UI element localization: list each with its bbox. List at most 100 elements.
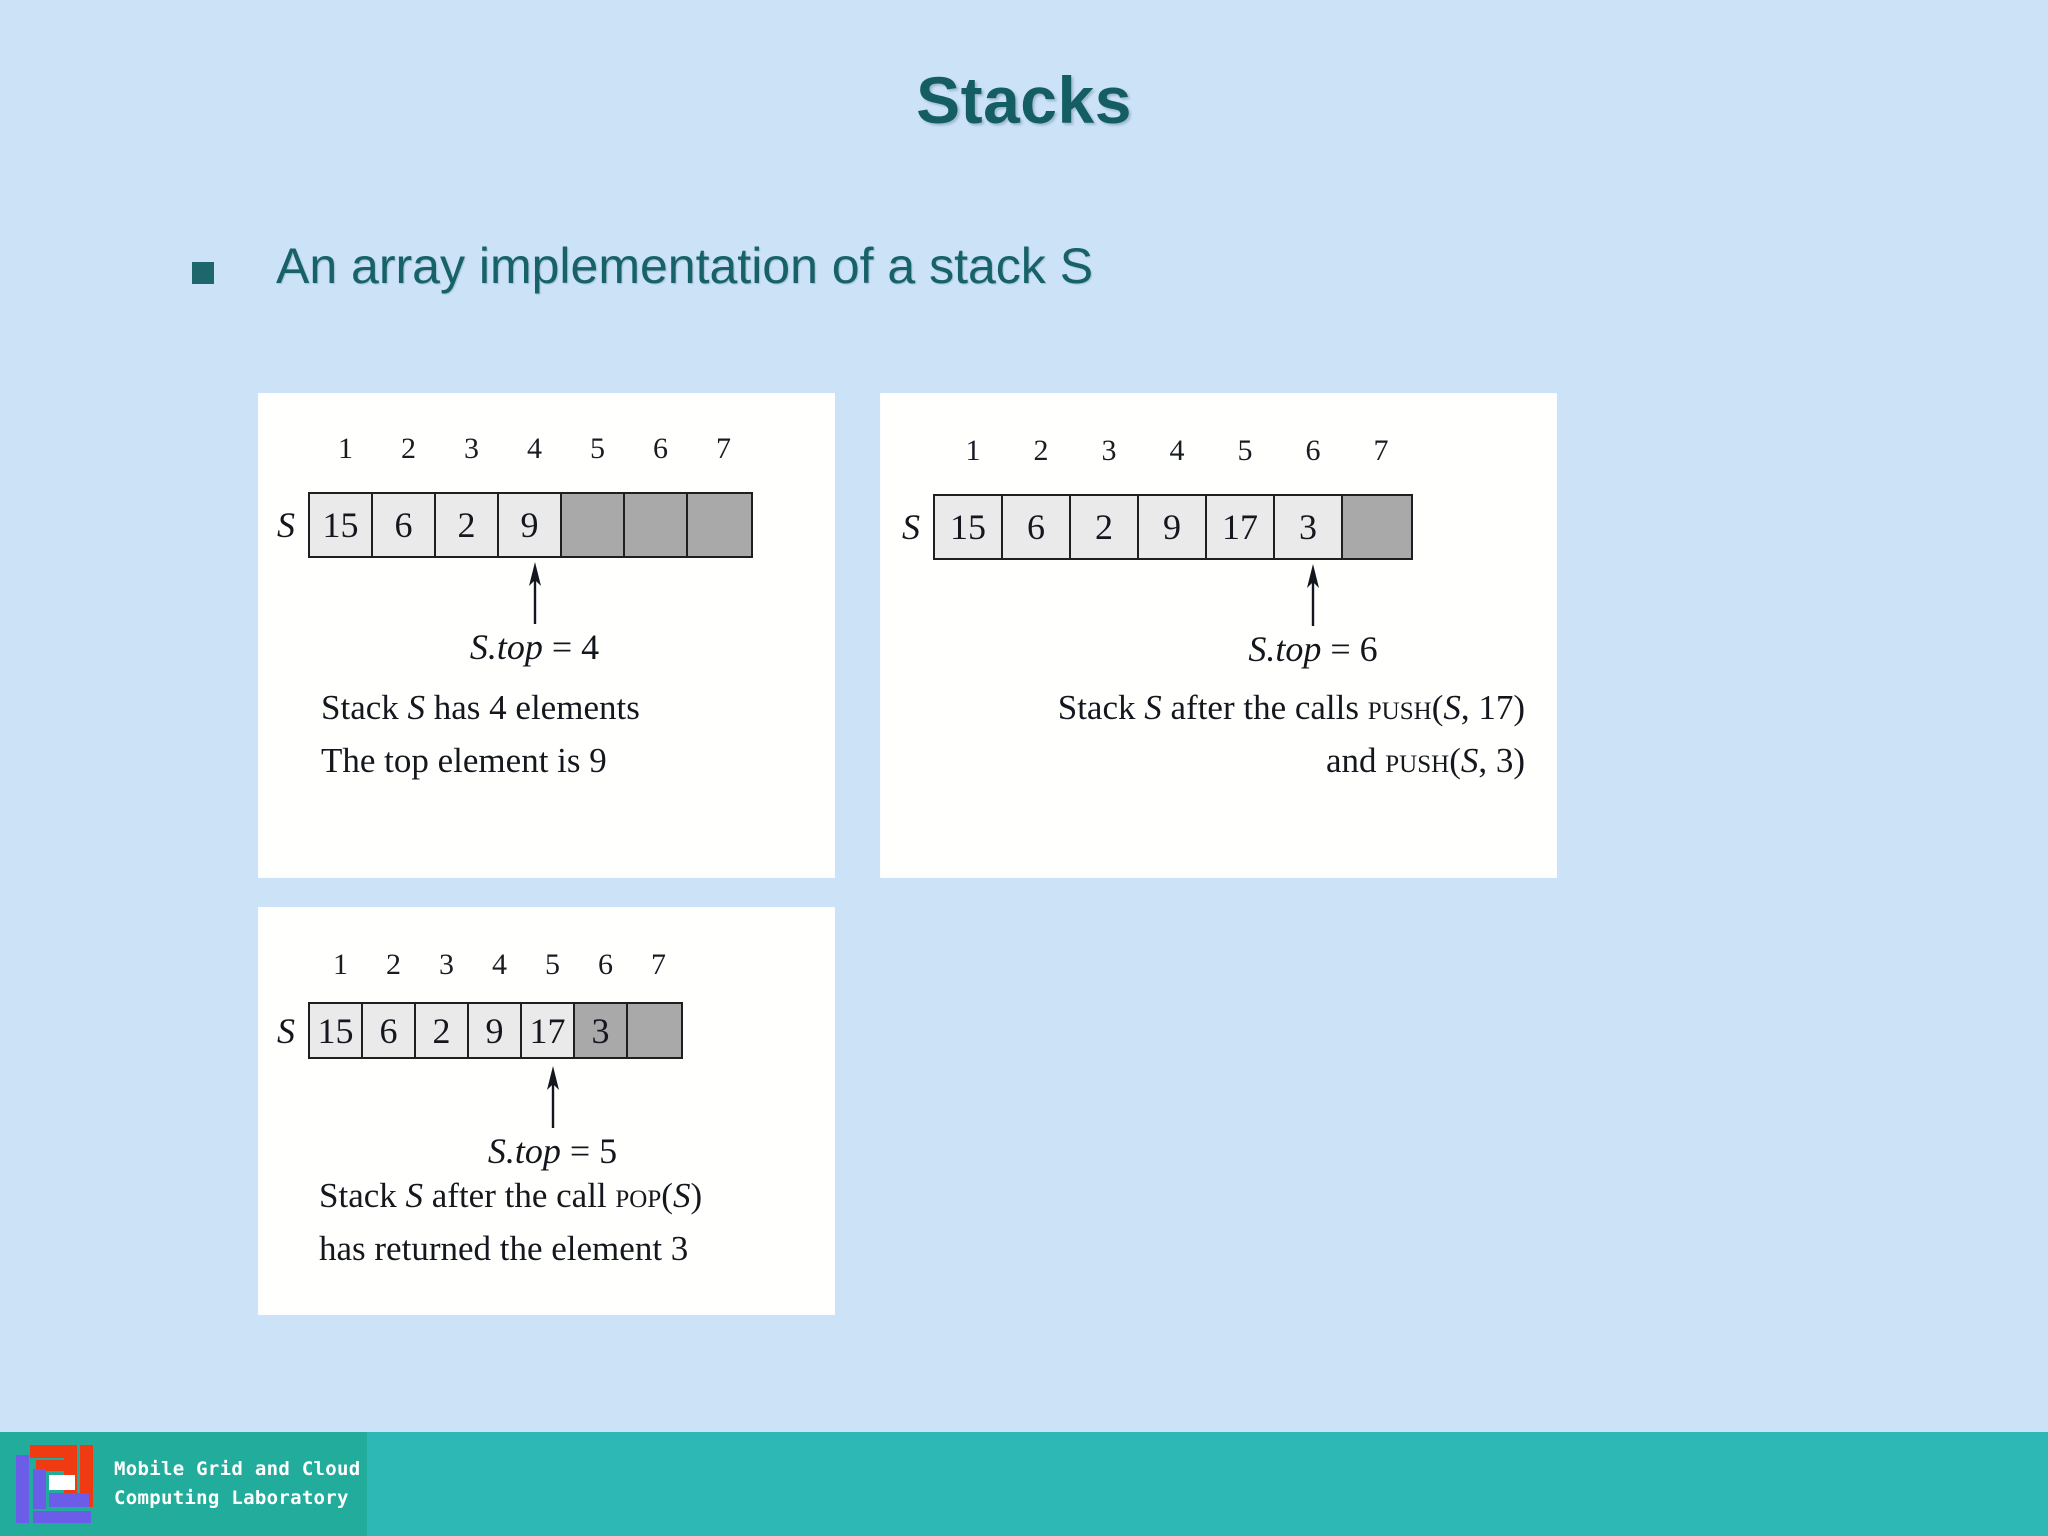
array-index-label: 2 xyxy=(401,432,416,465)
array-index-label: 3 xyxy=(439,948,454,981)
array-cell: 15 xyxy=(310,494,373,556)
caption-segment: S xyxy=(672,1176,691,1215)
figure-caption-line: Stack S has 4 elements xyxy=(321,682,776,735)
array-index-label: 2 xyxy=(386,948,401,981)
array-index-label: 6 xyxy=(598,948,613,981)
figure-caption-line: Stack S after the call Pop(S) xyxy=(319,1170,779,1223)
stack-top-equals: = xyxy=(1321,629,1360,669)
array-index-label: 1 xyxy=(333,948,348,981)
footer-brand-line-1: Mobile Grid and Cloud xyxy=(114,1457,361,1480)
lab-logo-icon xyxy=(16,1445,100,1523)
stack-top-expr: S.top xyxy=(469,627,543,667)
caption-segment: Push xyxy=(1367,688,1432,727)
array-cell: 15 xyxy=(310,1004,363,1057)
caption-segment: has 4 elements xyxy=(425,688,640,727)
caption-segment: S xyxy=(407,688,426,727)
array-cell: 17 xyxy=(1207,496,1275,558)
array-index-label: 2 xyxy=(1033,434,1049,467)
page-title: Stacks xyxy=(916,63,1132,137)
up-arrow-icon xyxy=(1307,564,1319,626)
caption-segment: S xyxy=(1144,688,1162,727)
array-cell: 6 xyxy=(1003,496,1071,558)
array-cell: 9 xyxy=(1139,496,1207,558)
caption-segment: ( xyxy=(1431,688,1444,727)
stack-top-expr: S.top xyxy=(487,1131,561,1171)
caption-segment: S xyxy=(405,1176,424,1215)
array-cell: 2 xyxy=(1071,496,1139,558)
caption-segment: Stack xyxy=(319,1176,406,1215)
array-index-label: 7 xyxy=(1373,434,1389,467)
stack-top-equals: = xyxy=(542,627,582,667)
figure-caption-line: Stack S after the calls Push(S, 17) xyxy=(915,682,1525,735)
array-index-label: 7 xyxy=(716,432,731,465)
stack-top-expr: S.top xyxy=(1248,629,1322,669)
caption-segment: Stack xyxy=(321,688,408,727)
figure-caption-line: has returned the element 3 xyxy=(319,1223,779,1276)
array-cell: 6 xyxy=(373,494,436,556)
caption-segment: ) xyxy=(690,1176,703,1215)
figure-caption: Stack S after the call Pop(S)has returne… xyxy=(319,1170,779,1275)
caption-segment: Push xyxy=(1385,740,1450,780)
caption-segment: , 3) xyxy=(1478,740,1525,780)
array-index-label: 1 xyxy=(338,432,353,465)
array-cell xyxy=(688,494,751,556)
caption-segment: after the calls xyxy=(1161,688,1368,727)
stack-top-pointer: S.top = 4 xyxy=(415,562,655,668)
stack-top-label: S.top = 6 xyxy=(1248,628,1377,670)
array-name-label: S xyxy=(277,1010,295,1051)
footer-brand-line-2: Computing Laboratory xyxy=(114,1487,349,1509)
stack-top-value: 5 xyxy=(599,1131,618,1171)
stack-top-label: S.top = 5 xyxy=(488,1130,617,1172)
array-cell: 2 xyxy=(416,1004,469,1057)
figure-caption-line: and Push(S, 3) xyxy=(915,735,1525,788)
caption-segment: and xyxy=(1325,740,1386,780)
array-cell: 9 xyxy=(469,1004,522,1057)
array-cell xyxy=(562,494,625,556)
array-name-label: S xyxy=(902,507,920,547)
array-cell xyxy=(628,1004,681,1057)
caption-segment: Stack xyxy=(1057,688,1145,727)
footer-bar: Mobile Grid and Cloud Computing Laborato… xyxy=(0,1432,2048,1536)
array-cell: 6 xyxy=(363,1004,416,1057)
up-arrow-icon xyxy=(546,1066,559,1128)
stack-top-equals: = xyxy=(560,1131,600,1171)
array-index-label: 3 xyxy=(1101,434,1117,467)
array-cell: 3 xyxy=(1275,496,1343,558)
caption-segment: after the call xyxy=(423,1176,616,1215)
array-index-label: 5 xyxy=(590,432,605,465)
caption-segment: , 17) xyxy=(1460,688,1525,727)
array-index-label: 4 xyxy=(1169,434,1185,467)
array-cell xyxy=(1343,496,1411,558)
array-index-label: 5 xyxy=(545,948,560,981)
array-index-label: 4 xyxy=(492,948,507,981)
bullet-text: An array implementation of a stack S xyxy=(276,238,1094,294)
stack-top-value: 6 xyxy=(1359,629,1378,669)
square-bullet-icon xyxy=(192,262,214,284)
array-cell: 17 xyxy=(522,1004,575,1057)
figure-caption-line: The top element is 9 xyxy=(321,735,776,788)
stack-top-value: 4 xyxy=(581,627,600,667)
array-cell: 2 xyxy=(436,494,499,556)
array-cell xyxy=(625,494,688,556)
caption-segment: The top element is 9 xyxy=(321,740,607,780)
array-name-label: S xyxy=(277,505,295,545)
bullet-row: An array implementation of a stack S xyxy=(192,240,1093,293)
array-cell: 15 xyxy=(935,496,1003,558)
array-index-label: 5 xyxy=(1237,434,1253,467)
caption-segment: ( xyxy=(1449,740,1461,780)
array-index-label: 3 xyxy=(464,432,479,465)
stack-top-pointer: S.top = 5 xyxy=(433,1066,673,1172)
stack-top-label: S.top = 4 xyxy=(470,626,599,668)
